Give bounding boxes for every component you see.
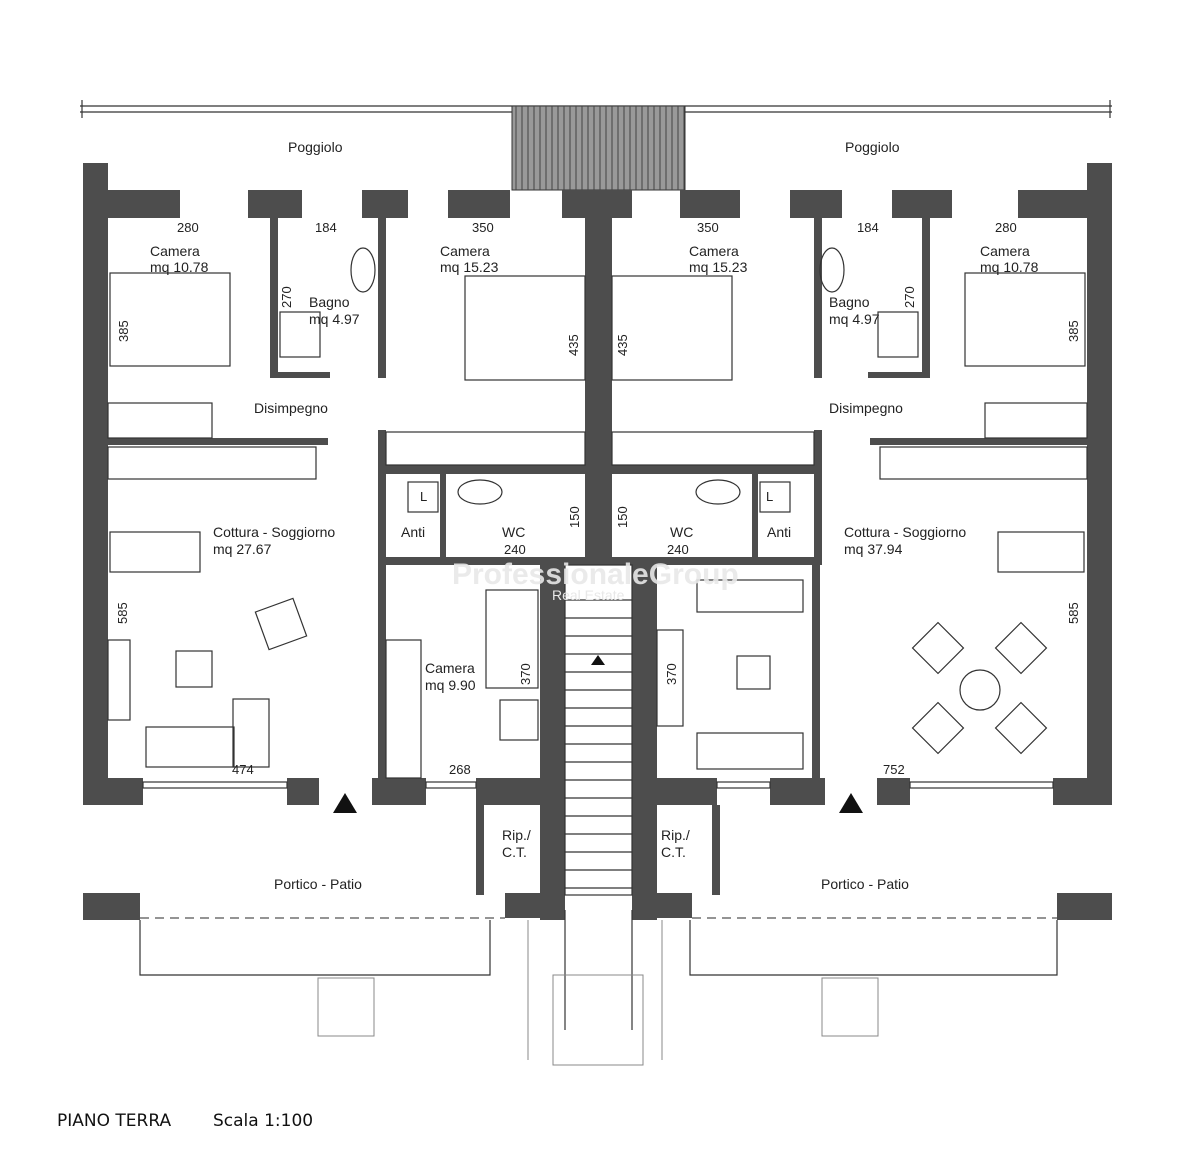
room-name: Bagno [309, 294, 350, 310]
watermark-logo: ProfessionaleGroup [452, 558, 739, 591]
room-area: mq 9.90 [425, 677, 476, 693]
room-area: mq 37.94 [844, 541, 903, 557]
room-area: mq 27.67 [213, 541, 272, 557]
dim: 150 [567, 506, 582, 528]
room-name: Rip./ [502, 827, 531, 843]
dim: 270 [902, 286, 917, 308]
dim: 385 [116, 320, 131, 342]
dim: 370 [518, 663, 533, 685]
room-name: Camera [425, 660, 475, 676]
dim: 270 [279, 286, 294, 308]
laundry-mark-left: L [420, 489, 427, 504]
laundry-mark-right: L [766, 489, 773, 504]
dim: 350 [697, 220, 719, 235]
room-name: Disimpegno [254, 400, 328, 416]
room-area: mq 4.97 [309, 311, 360, 327]
balcony-grating [511, 105, 686, 191]
balcony-label-left: Poggiolo [288, 139, 343, 155]
dim: 268 [449, 762, 471, 777]
dim: 240 [504, 542, 526, 557]
dim: 280 [995, 220, 1017, 235]
room-name: Cottura - Soggiorno [844, 524, 966, 540]
staircase [564, 564, 633, 896]
portico-outline [139, 910, 1058, 1066]
dim: 184 [315, 220, 337, 235]
room-name: Bagno [829, 294, 870, 310]
watermark-sub: Real Estate [552, 587, 625, 603]
dim: 184 [857, 220, 879, 235]
dim: 585 [115, 602, 130, 624]
room-area: mq 10.78 [980, 259, 1039, 275]
windows [142, 781, 1054, 789]
furniture [107, 247, 1088, 779]
dim: 752 [883, 762, 905, 777]
room-area: mq 15.23 [689, 259, 748, 275]
room-name: Anti [767, 524, 791, 540]
room-name: Camera [150, 243, 200, 259]
room-name: WC [670, 524, 693, 540]
room-area: mq 15.23 [440, 259, 499, 275]
right-unit: 350 Camera mq 15.23 435 184 270 Bagno mq… [615, 220, 1081, 892]
room-name: Cottura - Soggiorno [213, 524, 335, 540]
left-unit: 280 Camera mq 10.78 385 184 270 Bagno mq… [115, 220, 582, 892]
walls [83, 163, 1112, 920]
room-name: Disimpegno [829, 400, 903, 416]
room-area: mq 4.97 [829, 311, 880, 327]
dim: 435 [615, 334, 630, 356]
balcony-label-right: Poggiolo [845, 139, 900, 155]
room-name: Anti [401, 524, 425, 540]
room-name: C.T. [502, 844, 527, 860]
dim: 370 [664, 663, 679, 685]
dim: 385 [1066, 320, 1081, 342]
dim: 280 [177, 220, 199, 235]
dim: 350 [472, 220, 494, 235]
room-name: Portico - Patio [274, 876, 362, 892]
dim: 435 [566, 334, 581, 356]
dim: 585 [1066, 602, 1081, 624]
dim: 150 [615, 506, 630, 528]
entrance-arrow-left [333, 793, 357, 813]
entrance-arrow-right [839, 793, 863, 813]
plan-scale: Scala 1:100 [213, 1111, 313, 1131]
room-name: Rip./ [661, 827, 690, 843]
room-name: Camera [689, 243, 739, 259]
room-name: Camera [980, 243, 1030, 259]
plan-title: PIANO TERRA [57, 1111, 171, 1131]
room-name: WC [502, 524, 525, 540]
room-name: Portico - Patio [821, 876, 909, 892]
dim: 240 [667, 542, 689, 557]
dim: 474 [232, 762, 254, 777]
stair-arrow [591, 655, 605, 665]
room-name: C.T. [661, 844, 686, 860]
room-area: mq 10.78 [150, 259, 209, 275]
room-name: Camera [440, 243, 490, 259]
